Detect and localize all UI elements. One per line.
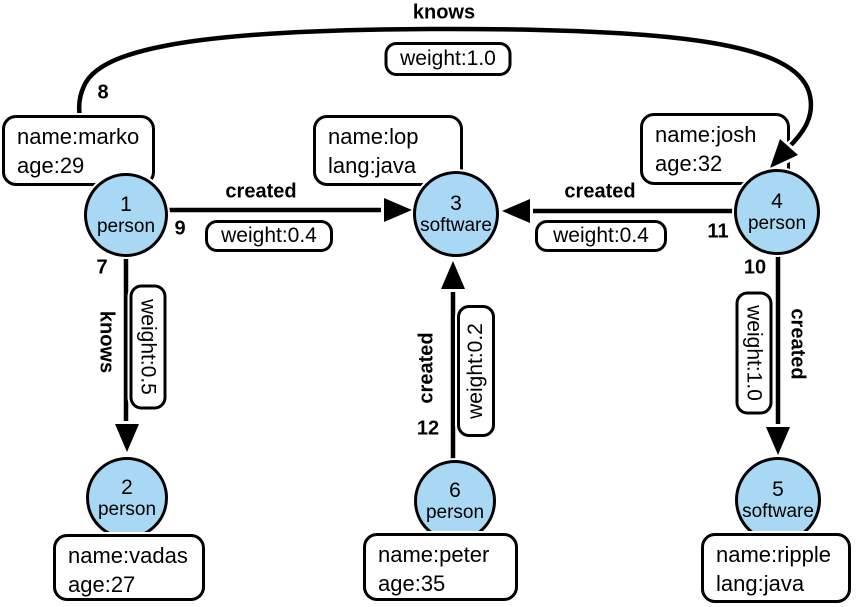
edge-created-6-3 [436, 253, 470, 460]
vertex-id: 3 [450, 192, 462, 215]
weight-text: weight:0.4 [221, 224, 317, 247]
vertex-id: 1 [120, 193, 132, 216]
weight-text: weight:0.2 [464, 323, 487, 419]
property-line: name:ripple [716, 542, 831, 567]
edge-label-created-1-3: created [225, 180, 297, 203]
vertex-id: 5 [772, 478, 784, 501]
weight-text: weight:0.5 [137, 299, 160, 395]
vertex-id: 6 [449, 479, 461, 502]
edge-created-4-5 [761, 253, 795, 463]
property-box-ripple: name:ripple lang:java [701, 533, 851, 603]
weight-box-created-6-3: weight:0.2 [457, 305, 495, 437]
property-box-josh: name:josh age:32 [640, 113, 790, 185]
vertex-label: software [742, 501, 814, 522]
vertex-label: person [425, 502, 485, 523]
property-box-lop: name:lop lang:java [313, 115, 463, 186]
weight-box-created-4-3: weight:0.4 [535, 220, 667, 252]
vertex-label: person [96, 216, 156, 237]
property-box-vadas: name:vadas age:27 [53, 534, 205, 601]
vertex-id: 4 [771, 190, 783, 213]
edge-knows-1-2 [110, 256, 144, 460]
weight-box-knows-1-2: weight:0.5 [129, 284, 167, 410]
edge-created-1-3 [162, 193, 420, 227]
weight-text: weight:1.0 [400, 47, 496, 70]
edge-label-knows-1-2: knows [95, 310, 118, 374]
property-line: age:35 [378, 571, 446, 596]
weight-box-created-1-3: weight:0.4 [205, 220, 333, 252]
edge-id-7: 7 [96, 256, 108, 279]
edge-id-9: 9 [174, 217, 186, 240]
edge-id-11: 11 [707, 220, 729, 243]
property-line: name:marko [17, 124, 140, 149]
edge-label-created-4-5: created [786, 308, 809, 380]
edge-label-knows-1-4: knows [412, 1, 476, 24]
property-line: name:vadas [68, 543, 188, 568]
edge-id-12: 12 [416, 417, 440, 440]
property-line: age:27 [68, 572, 136, 597]
property-line: name:lop [328, 124, 419, 149]
weight-box-knows-1-4: weight:1.0 [384, 42, 512, 76]
vertex-label: person [747, 213, 807, 234]
property-line: age:29 [17, 153, 85, 178]
edge-label-created-6-3: created [415, 332, 438, 404]
vertex-5: 5 software [735, 457, 821, 543]
property-box-peter: name:peter age:35 [363, 533, 518, 601]
vertex-6: 6 person [414, 460, 496, 542]
vertex-label: software [420, 215, 492, 236]
property-line: lang:java [328, 153, 417, 178]
property-line: name:josh [655, 122, 757, 147]
weight-text: weight:0.4 [553, 224, 649, 247]
edge-knows-1-4 [74, 24, 816, 180]
edge-id-10: 10 [743, 256, 767, 279]
vertex-3: 3 software [413, 171, 499, 257]
property-line: name:peter [378, 542, 490, 567]
weight-box-created-4-5: weight:1.0 [735, 291, 773, 415]
vertex-id: 2 [121, 476, 133, 499]
edge-label-created-4-3: created [564, 180, 636, 203]
vertex-label: person [97, 499, 157, 520]
property-line: age:32 [655, 151, 723, 176]
edge-created-4-3 [494, 194, 736, 228]
weight-text: weight:1.0 [743, 305, 766, 401]
vertex-2: 2 person [86, 457, 168, 539]
vertex-1: 1 person [84, 173, 168, 257]
edge-id-8: 8 [97, 81, 109, 104]
property-line: lang:java [716, 571, 805, 596]
vertex-4: 4 person [734, 169, 820, 255]
